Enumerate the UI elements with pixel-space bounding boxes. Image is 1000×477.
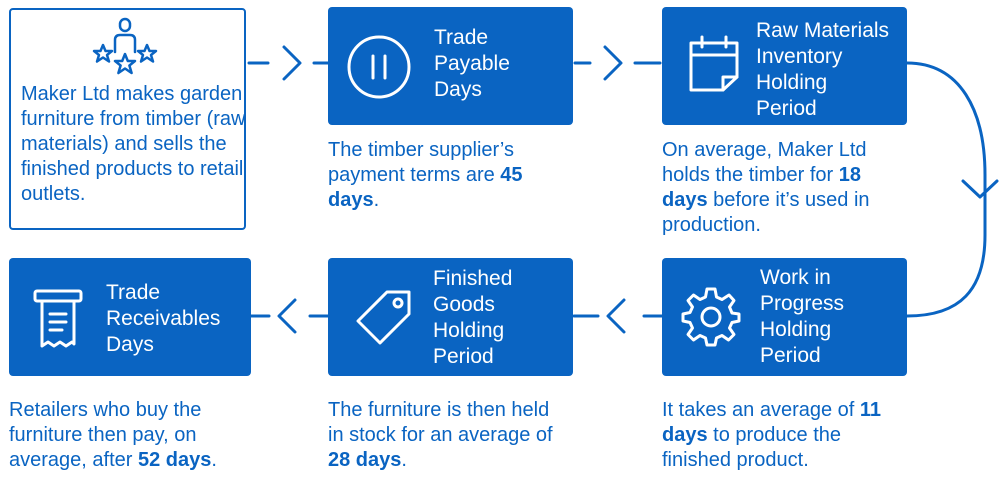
step-title-line: Trade <box>106 281 161 304</box>
step-title-line: Period <box>760 344 821 367</box>
step-title-line: Finished <box>433 267 513 290</box>
desc-text: to produce the finished product. <box>662 424 842 471</box>
step-title: Trade Receivables Days <box>106 280 220 358</box>
person-stars-icon <box>92 17 158 75</box>
step-title: Raw Materials Inventory Holding Period <box>756 18 889 122</box>
receipt-icon <box>33 289 83 348</box>
step-title-line: Goods <box>433 293 495 316</box>
desc-text: . <box>211 449 217 471</box>
step-title-line: Raw Materials <box>756 19 890 42</box>
step-title-line: Work in <box>760 266 831 289</box>
chevron-right-icon <box>282 45 302 81</box>
desc-highlight: 11 days <box>662 399 882 446</box>
gear-icon <box>681 287 741 347</box>
step-title-line: Days <box>106 333 154 356</box>
desc-text: The furniture is then held in stock for … <box>328 399 553 446</box>
chevron-left-icon <box>277 298 297 334</box>
step-title-line: Progress <box>760 292 845 315</box>
price-tag-icon <box>356 290 411 345</box>
step-description-raw-materials: On average, Maker Ltd holds the timber f… <box>662 138 898 238</box>
desc-highlight: 52 days <box>137 449 212 471</box>
step-title: Work in Progress Holding Period <box>760 265 844 369</box>
step-title-line: Inventory <box>756 45 843 68</box>
step-description-trade-payable: The timber supplier’s payment terms are … <box>328 138 568 213</box>
step-trade-payable-days: Trade Payable Days <box>328 7 573 125</box>
chevron-right-icon <box>603 45 623 81</box>
chevron-left-icon <box>606 298 626 334</box>
step-title-line: Payable <box>434 52 510 75</box>
step-title-line: Holding <box>433 319 505 342</box>
step-description-trade-receivables: Retailers who buy the furniture then pay… <box>9 398 245 473</box>
desc-text: . <box>401 449 407 471</box>
step-work-in-progress: Work in Progress Holding Period <box>662 258 907 376</box>
step-description-work-in-progress: It takes an average of 11 days to produc… <box>662 398 898 473</box>
desc-highlight: 18 days <box>662 164 861 211</box>
connector-curve <box>905 61 987 318</box>
desc-text: The timber supplier’s payment terms are <box>328 139 515 186</box>
desc-text: Retailers who buy the furniture then pay… <box>9 399 202 471</box>
intro-description: Maker Ltd makes garden furniture from ti… <box>21 83 246 205</box>
step-title: Finished Goods Holding Period <box>433 266 512 370</box>
step-raw-materials-inventory: Raw Materials Inventory Holding Period <box>662 7 907 125</box>
step-description-finished-goods: The furniture is then held in stock for … <box>328 398 558 473</box>
intro-box: Maker Ltd makes garden furniture from ti… <box>9 8 246 230</box>
calendar-icon <box>689 35 739 92</box>
step-title-line: Period <box>433 345 494 368</box>
step-title: Trade Payable Days <box>434 25 510 103</box>
desc-highlight: 28 days <box>328 449 402 471</box>
step-title-line: Days <box>434 78 482 101</box>
desc-text: before it’s used in production. <box>662 189 870 236</box>
desc-highlight: 45 days <box>328 164 523 211</box>
desc-text: On average, Maker Ltd holds the timber f… <box>662 139 867 186</box>
step-title-line: Holding <box>756 71 828 94</box>
step-title-line: Receivables <box>106 307 221 330</box>
step-trade-receivables-days: Trade Receivables Days <box>9 258 251 376</box>
pause-icon <box>347 35 411 99</box>
step-title-line: Period <box>756 97 817 120</box>
desc-text: . <box>373 189 380 211</box>
step-title-line: Trade <box>434 26 489 49</box>
step-finished-goods: Finished Goods Holding Period <box>328 258 573 376</box>
desc-text: It takes an average of <box>662 399 860 421</box>
chevron-down-icon <box>961 179 999 199</box>
step-title-line: Holding <box>760 318 832 341</box>
